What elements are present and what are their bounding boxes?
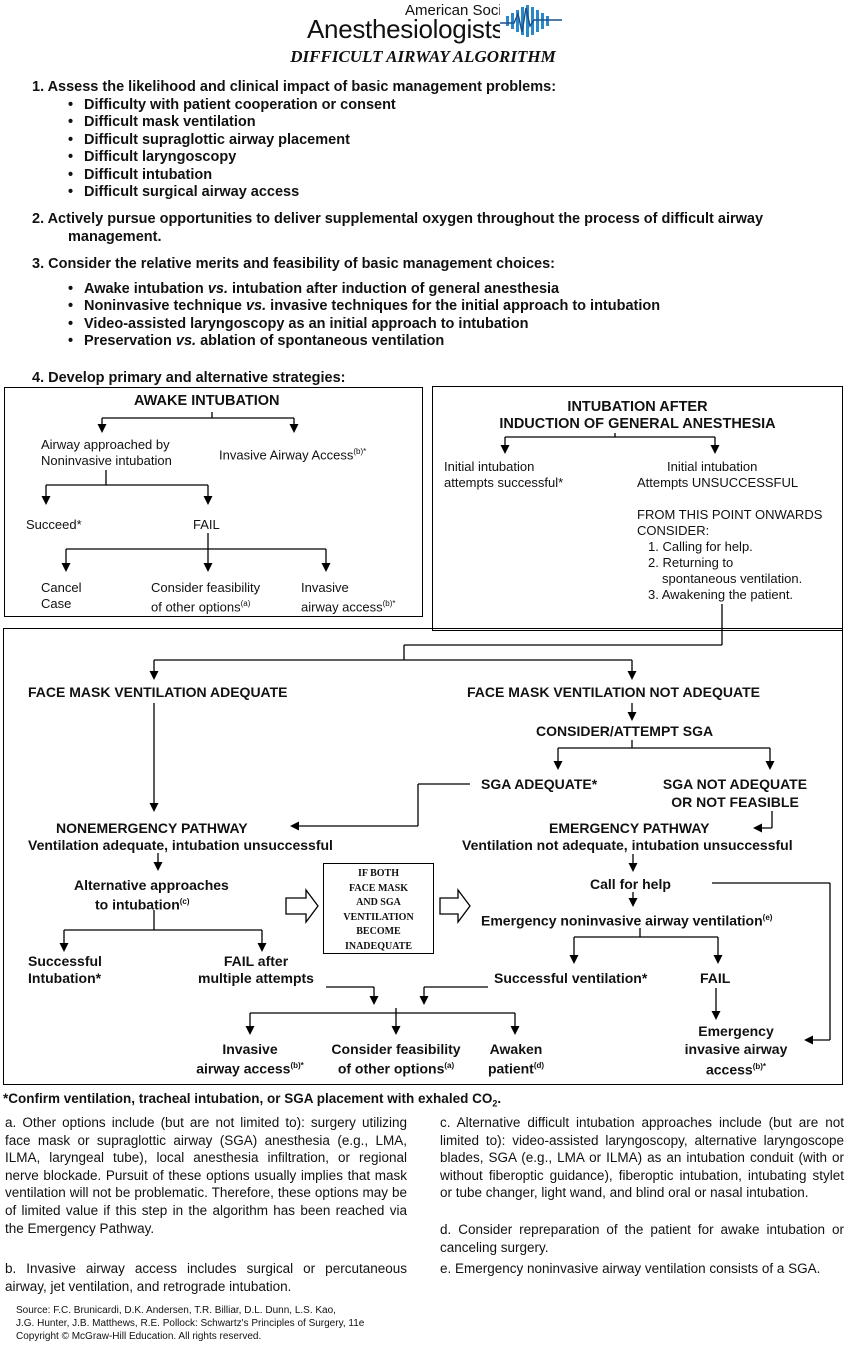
confirm-note: *Confirm ventilation, tracheal intubatio…	[3, 1091, 502, 1109]
emergency-subtitle: Ventilation not adequate, intubation uns…	[462, 837, 793, 853]
call-for-help: Call for help	[590, 876, 671, 892]
fmv-adequate: FACE MASK VENTILATION ADEQUATE	[28, 684, 288, 700]
cancel-case-line2: Case	[41, 596, 72, 611]
awake-succeed: Succeed*	[26, 517, 82, 532]
initial-success-line1: Initial intubation	[444, 459, 535, 474]
feasibility-line1: Consider feasibility	[331, 1041, 461, 1057]
asa-logo	[500, 2, 562, 40]
list-item: Preservation vs. ablation of spontaneous…	[68, 333, 444, 349]
cancel-case-line1: Cancel	[41, 580, 82, 595]
awake-noninvasive-line2: Noninvasive intubation	[41, 453, 172, 468]
list-item: Difficulty with patient cooperation or c…	[68, 97, 396, 113]
step-3: 3. Consider the relative merits and feas…	[32, 256, 555, 272]
successful-intubation-line1: Successful	[28, 953, 102, 969]
awake-intubation-box	[4, 387, 423, 617]
sga-adequate: SGA ADEQUATE*	[481, 776, 598, 792]
fail-multiple-line1: FAIL after	[223, 953, 289, 969]
emergency-invasive-line3: access(b)*	[705, 1061, 767, 1078]
awake-feasibility-line1: Consider feasibility	[151, 580, 261, 595]
successful-intubation-line2: Intubation*	[28, 970, 102, 986]
emergency-title: EMERGENCY PATHWAY	[549, 820, 710, 836]
initial-unsuccessful-line1: Initial intubation	[667, 459, 758, 474]
nonemergency-title: NONEMERGENCY PATHWAY	[56, 820, 248, 836]
emergency-invasive-line2: invasive airway	[684, 1041, 788, 1057]
consider-item-3: 3. Awakening the patient.	[648, 587, 794, 602]
list-item: Difficult laryngoscopy	[68, 149, 236, 165]
consider-item-2-cont: spontaneous ventilation.	[662, 571, 803, 586]
awake-feasibility-line2: of other options(a)	[151, 599, 251, 615]
footnote-d: d. Consider repreparation of the patient…	[440, 1222, 844, 1255]
awaken-line2: patient(d)	[487, 1060, 545, 1077]
copyright: Copyright © McGraw-Hill Education. All r…	[16, 1331, 262, 1342]
awake-fail: FAIL	[193, 517, 220, 532]
step-4: 4. Develop primary and alternative strat…	[32, 370, 346, 386]
step-1: 1. Assess the likelihood and clinical im…	[32, 79, 557, 95]
emergency-invasive-line1: Emergency	[698, 1023, 774, 1039]
step-2: 2. Actively pursue opportunities to deli…	[32, 211, 764, 227]
invasive-access-line1: Invasive	[222, 1041, 278, 1057]
footnote-a: a. Other options include (but are not li…	[5, 1115, 407, 1236]
consider-heading-line1: FROM THIS POINT ONWARDS	[637, 507, 823, 522]
awake-title: AWAKE INTUBATION	[134, 393, 280, 409]
emergency-fail: FAIL	[700, 970, 731, 986]
consider-sga: CONSIDER/ATTEMPT SGA	[536, 723, 714, 739]
sga-not-adequate-line1: SGA NOT ADEQUATE	[662, 776, 808, 792]
induction-title-line1: INTUBATION AFTER	[567, 399, 708, 415]
initial-unsuccessful-line2: Attempts UNSUCCESSFUL	[637, 475, 799, 490]
list-item: Difficult supraglottic airway placement	[68, 132, 350, 148]
list-item: Difficult surgical airway access	[68, 184, 299, 200]
awake-noninvasive-line1: Airway approached by	[41, 437, 170, 452]
page-title: DIFFICULT AIRWAY ALGORITHM	[290, 47, 556, 66]
list-item: Awake intubation vs. intubation after in…	[68, 281, 559, 297]
main-flow-box	[3, 628, 843, 1085]
step-2-cont: management.	[68, 229, 162, 245]
source-line1: Source: F.C. Brunicardi, D.K. Andersen, …	[16, 1305, 336, 1316]
invasive-access-line2: airway access(b)*	[196, 1060, 304, 1077]
alternative-approaches-line1: Alternative approaches	[74, 877, 229, 893]
list-item: Difficult intubation	[68, 167, 212, 183]
consider-item-1: 1. Calling for help.	[648, 539, 753, 554]
consider-item-2: 2. Returning to	[648, 555, 734, 570]
consider-heading-line2: CONSIDER:	[637, 523, 710, 538]
emergency-noninvasive: Emergency noninvasive airway ventilation…	[481, 912, 773, 929]
initial-success-line2: attempts successful*	[444, 475, 564, 490]
feasibility-line2: of other options(a)	[337, 1060, 455, 1077]
fmv-not-adequate: FACE MASK VENTILATION NOT ADEQUATE	[467, 684, 760, 700]
fail-multiple-line2: multiple attempts	[198, 970, 314, 986]
footnote-b: b. Invasive airway access includes surgi…	[5, 1261, 407, 1294]
source-line2: J.G. Hunter, J.B. Matthews, R.E. Pollock…	[16, 1318, 365, 1329]
induction-box	[432, 386, 843, 631]
nonemergency-subtitle: Ventilation adequate, intubation unsucce…	[28, 837, 333, 853]
awake-invasive-line2: airway access(b)*	[301, 599, 396, 615]
induction-title-line2: INDUCTION OF GENERAL ANESTHESIA	[499, 416, 776, 432]
successful-ventilation: Successful ventilation*	[494, 970, 648, 986]
list-item: Noninvasive technique vs. invasive techn…	[68, 298, 660, 314]
list-item: Difficult mask ventilation	[68, 114, 256, 130]
sga-not-adequate-line2: OR NOT FEASIBLE	[671, 794, 799, 810]
footnote-c: c. Alternative difficult intubation appr…	[440, 1115, 844, 1201]
awake-invasive-line1: Invasive	[301, 580, 349, 595]
list-item: Video-assisted laryngoscopy as an initia…	[68, 316, 528, 332]
awake-invasive-access: Invasive Airway Access(b)*	[219, 447, 367, 463]
awaken-line1: Awaken	[489, 1041, 543, 1057]
alternative-approaches-line2: to intubation(c)	[95, 896, 190, 913]
footnote-e: e. Emergency noninvasive airway ventilat…	[440, 1261, 821, 1276]
